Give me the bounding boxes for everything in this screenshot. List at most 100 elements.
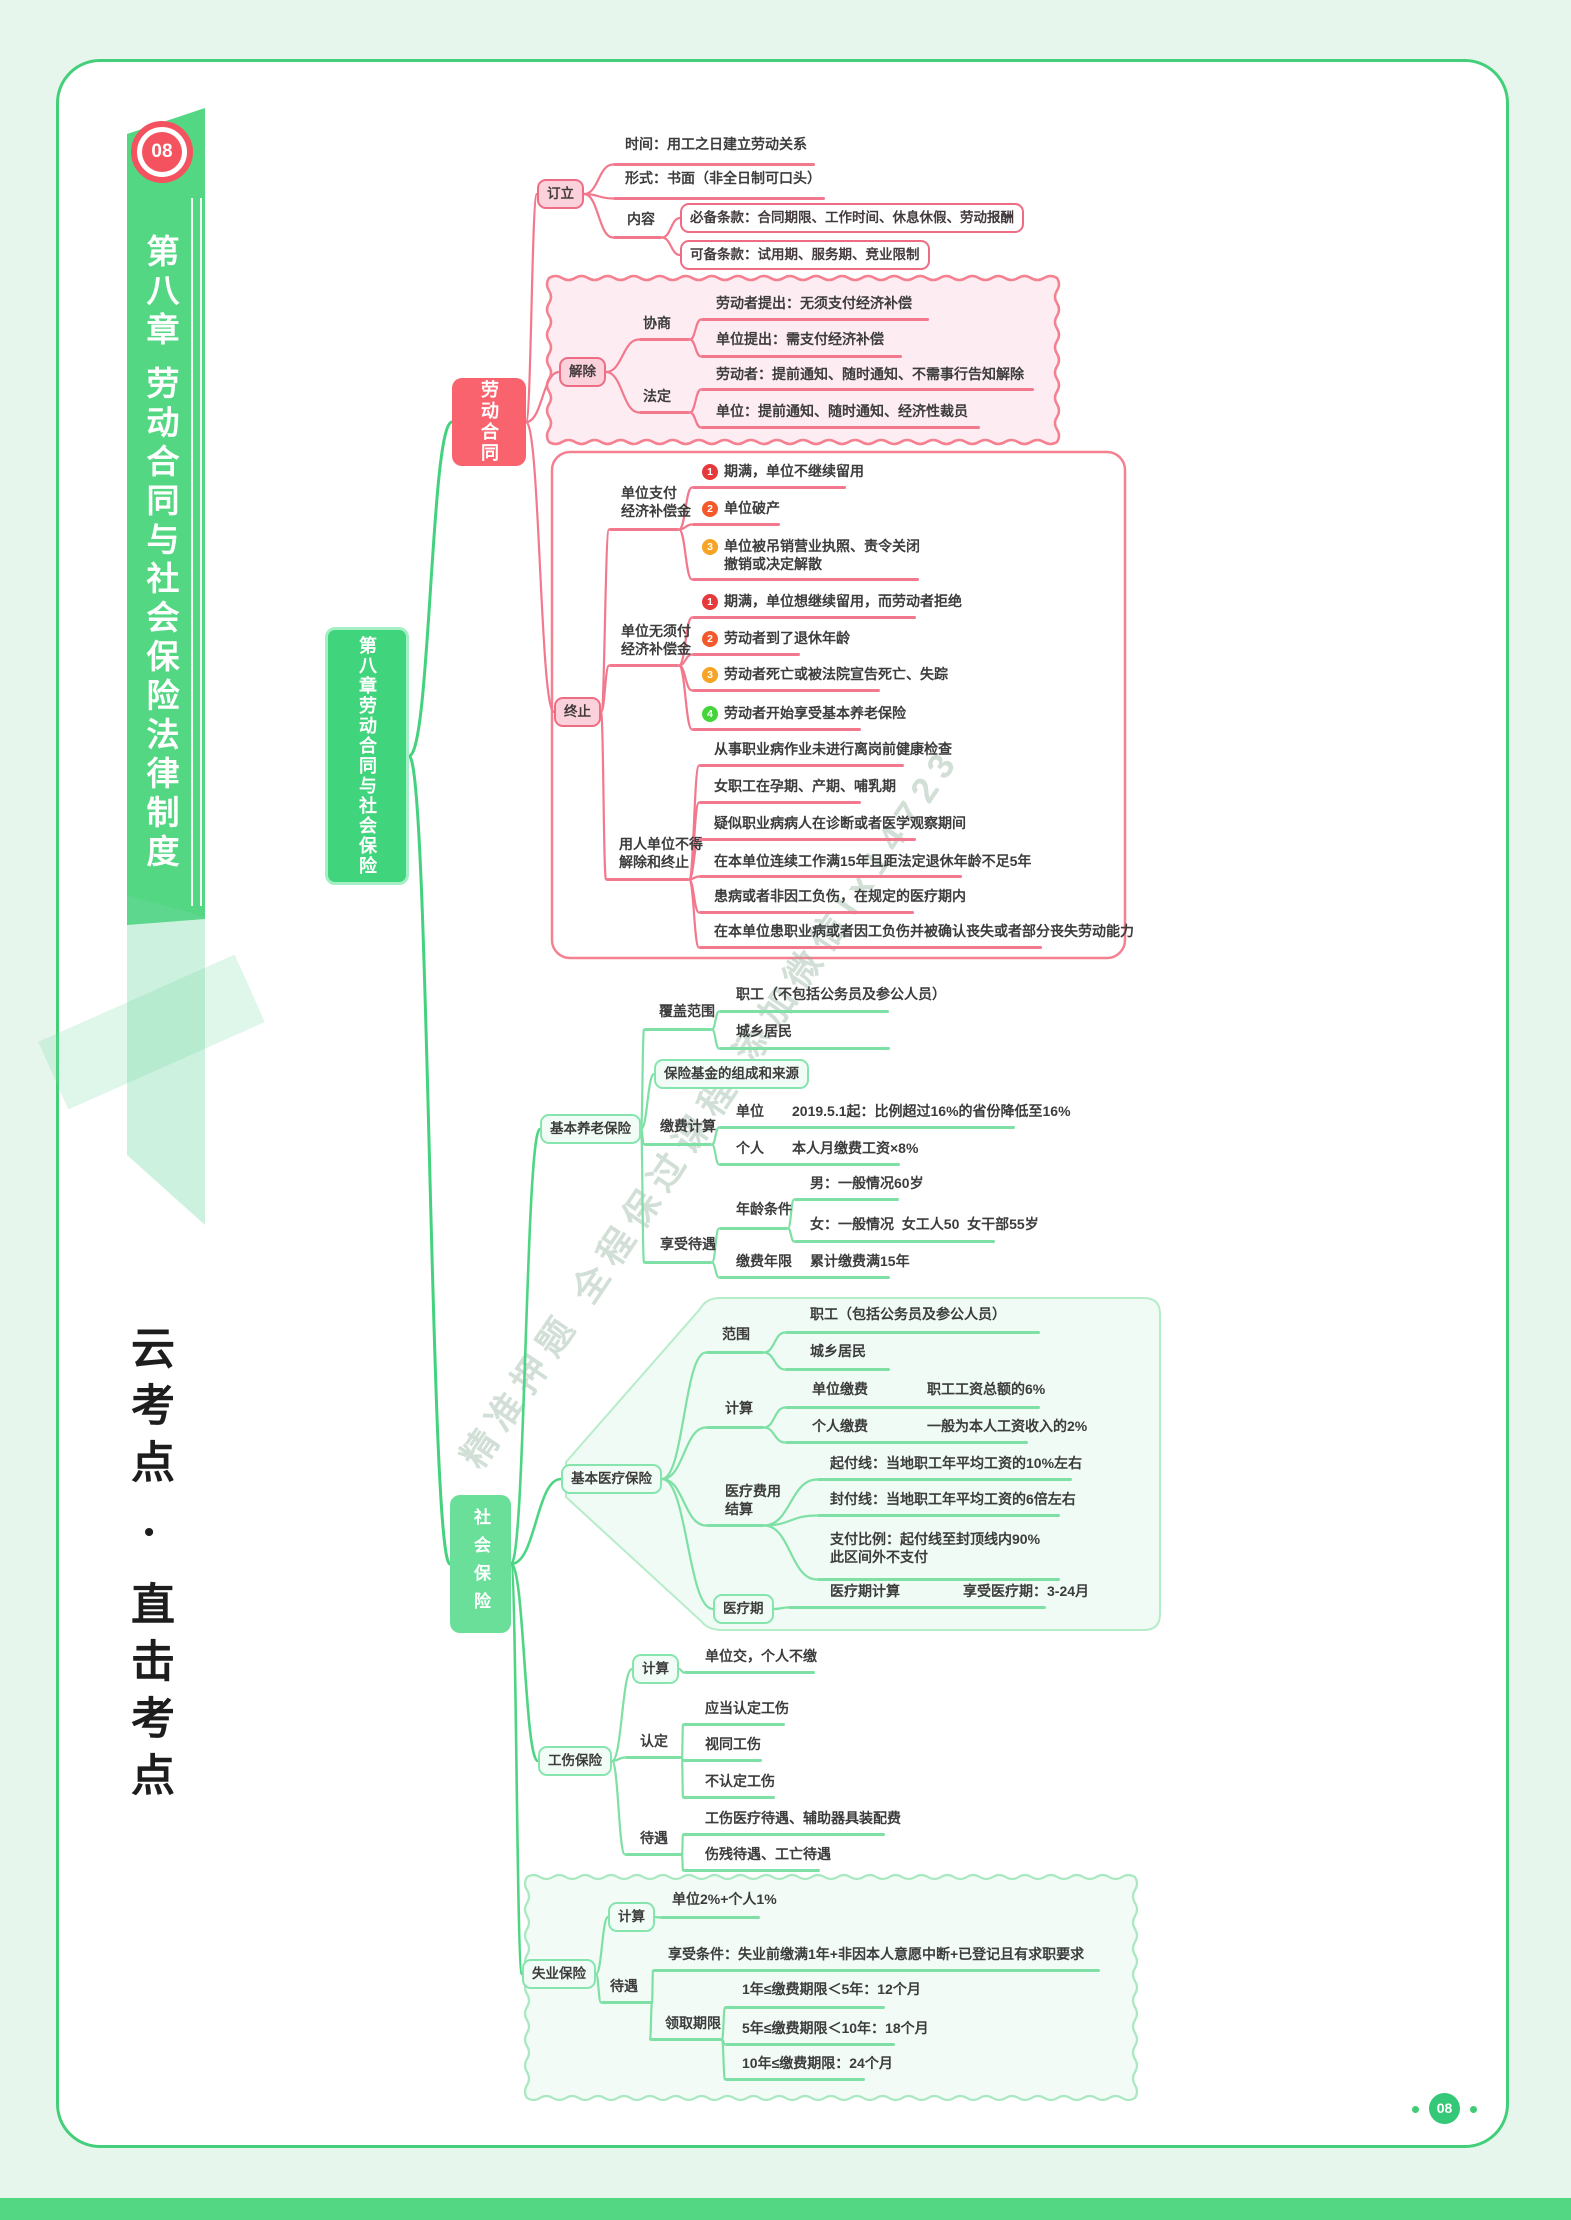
node-label: 10年≤缴费期限：24个月 (742, 2055, 893, 2071)
node-label: 女职工在孕期、产期、哺乳期 (714, 778, 896, 794)
node-label: 领取期限 (665, 2015, 721, 2031)
branch-underline (692, 653, 800, 656)
mindmap-node-g5: 工伤医疗待遇、辅助器具装配费 (705, 1810, 901, 1828)
mindmap-node-jc: 解除 (559, 357, 606, 387)
branch-underline (692, 616, 916, 619)
footer-page-badge: 08 (1429, 2093, 1460, 2124)
node-label: 男：一般情况60岁 (810, 1175, 924, 1191)
branch-underline (785, 1368, 890, 1371)
numbered-badge-icon: 2 (702, 501, 718, 517)
mindmap-node-s4: 5年≤缴费期限＜10年：18个月 (742, 2020, 929, 2038)
mindmap-node-b3: 疑似职业病病人在诊断或者医学观察期间 (714, 815, 966, 833)
node-label: 享受条件：失业前缴满1年+非因本人意愿中断+已登记且有求职要求 (668, 1946, 1085, 1962)
mindmap-node-fw: 范围 (722, 1326, 750, 1344)
node-label: 保险基金的组成和来源 (664, 1066, 799, 1081)
branch-underline (609, 664, 679, 667)
node-label: 在本单位患职业病或者因工负伤并被确认丧失或者部分丧失劳动能力 (714, 923, 1134, 939)
node-label: 缴费年限 (736, 1253, 792, 1269)
mindmap-node-b5: 患病或者非因工负伤，在规定的医疗期内 (714, 888, 966, 906)
mindmap-node-nan: 男：一般情况60岁 (810, 1175, 924, 1193)
node-label: 内容 (627, 211, 655, 227)
branch-underline (639, 411, 690, 414)
node-label: 个人缴费 (812, 1418, 868, 1434)
node-label: 劳动者提出：无须支付经济补偿 (716, 295, 912, 311)
node-label: 期满，单位不继续留用 (724, 463, 864, 479)
node-label: 订立 (547, 186, 574, 201)
mindmap-node-sjs: 计算 (608, 1902, 655, 1932)
node-label: 解除 (569, 364, 596, 379)
node-label: 职工（不包括公务员及参公人员） (736, 986, 946, 1002)
branch-underline (683, 1869, 820, 1872)
mindmap-node-gs: 工伤保险 (538, 1746, 612, 1776)
branch-underline (706, 1524, 764, 1527)
branch-underline (706, 1426, 764, 1429)
branch-underline (653, 1969, 1100, 1972)
mindmap-node-g1: 单位交，个人不缴 (705, 1648, 817, 1666)
node-label: 必备条款：合同期限、工作时间、休息休假、劳动报酬 (690, 210, 1014, 225)
mindmap-node-nv: 女：一般情况 女工人50 女干部55岁 (810, 1216, 1039, 1234)
mindmap-node-fg: 覆盖范围 (659, 1003, 715, 1021)
branch-underline (701, 318, 929, 321)
node-label: 第八章劳动合同与社会保险 (357, 636, 377, 876)
branch-underline (683, 1759, 762, 1762)
branch-underline (683, 1833, 885, 1836)
node-label: 社会保险 (471, 1508, 490, 1620)
branch-underline (719, 1047, 890, 1050)
mindmap-node-ld: 劳动合同 (452, 378, 526, 466)
node-label: 女：一般情况 女工人50 女干部55岁 (810, 1216, 1039, 1232)
mindmap-node-m4: 个人缴费一般为本人工资收入的2% (812, 1418, 1087, 1436)
node-value: 2019.5.1起：比例超过16%的省份降低至16% (792, 1103, 1071, 1119)
node-label: 法定 (643, 388, 671, 404)
mindmap-node-f1: 劳动者：提前通知、随时通知、不需事行告知解除 (716, 366, 1024, 384)
branch-underline (794, 1240, 995, 1243)
node-label: 单位：提前通知、随时通知、经济性裁员 (716, 403, 968, 419)
branch-underline (613, 197, 825, 200)
mindmap-node-m7: 支付比例：起付线至封顶线内90% 此区间外不支付 (830, 1531, 1040, 1567)
node-label: 封付线：当地职工年平均工资的6倍左右 (830, 1491, 1076, 1507)
mindmap-node-m5: 起付线：当地职工年平均工资的10%左右 (830, 1455, 1082, 1473)
mindmap-node-zz: 终止 (554, 697, 601, 727)
branch-underline (692, 578, 919, 581)
mindmap-node-sb: 社会保险 (450, 1495, 511, 1633)
branch-underline (699, 911, 914, 914)
node-label: 待遇 (610, 1978, 638, 1994)
node-label: 终止 (564, 704, 591, 719)
branch-underline (613, 236, 662, 239)
mindmap-node-x1: 劳动者提出：无须支付经济补偿 (716, 295, 912, 313)
node-label: 支付比例：起付线至封顶线内90% 此区间外不支付 (830, 1531, 1041, 1565)
mindmap-node-d1: 时间：用工之日建立劳动关系 (625, 136, 807, 154)
ribbon-pinstripes (191, 198, 202, 906)
mindmap-node-m3: 单位缴费职工工资总额的6% (812, 1381, 1045, 1399)
node-label: 缴费计算 (660, 1118, 716, 1134)
mindmap-node-yfj: 医疗费用 结算 (725, 1483, 781, 1519)
mindmap-node-zf: 单位支付 经济补偿金 (621, 485, 691, 521)
node-label: 计算 (642, 1661, 669, 1676)
node-label: 医疗期计算 (830, 1583, 900, 1599)
mindmap-node-x2: 单位提出：需支付经济补偿 (716, 331, 884, 349)
node-label: 劳动合同 (479, 380, 499, 464)
branch-underline (625, 1853, 682, 1856)
branch-underline (785, 1331, 1040, 1334)
branch-underline (701, 355, 902, 358)
branch-underline (725, 2078, 865, 2081)
node-label: 劳动者到了退休年龄 (724, 630, 850, 646)
node-label: 期满，单位想继续留用，而劳动者拒绝 (724, 593, 962, 609)
branch-underline (683, 1796, 775, 1799)
branch-underline (601, 2001, 652, 2004)
branch-underline (794, 1198, 899, 1201)
node-value: 本人月缴费工资×8% (792, 1140, 919, 1156)
mindmap-node-js2: 计算 (725, 1400, 753, 1418)
branch-underline (701, 388, 1034, 391)
node-label: 单位交，个人不缴 (705, 1648, 817, 1664)
node-label: 起付线：当地职工年平均工资的10%左右 (830, 1455, 1083, 1471)
mindmap-node-yl: 基本养老保险 (540, 1114, 641, 1144)
node-value: 职工工资总额的6% (927, 1381, 1046, 1397)
